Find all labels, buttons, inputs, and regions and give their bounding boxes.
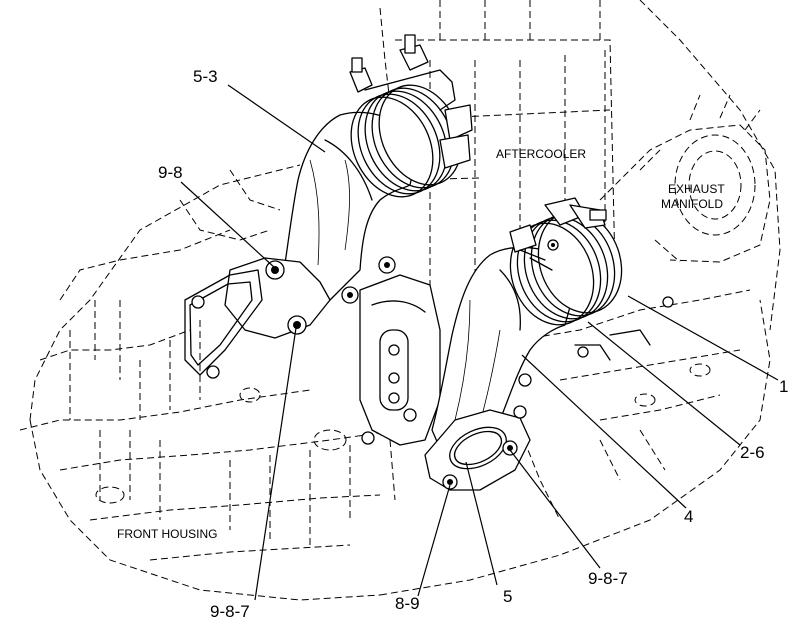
leader-lines	[180, 84, 779, 601]
label-exhaust: EXHAUST	[668, 182, 725, 196]
label-front-housing: FRONT HOUSING	[117, 527, 217, 541]
exhaust-manifold	[599, 94, 771, 263]
leader-9-8-7-left	[254, 327, 297, 601]
callout-1: 1	[779, 377, 788, 396]
label-aftercooler: AFTERCOOLER	[496, 147, 586, 161]
leader-1	[627, 295, 779, 381]
leader-4	[521, 354, 687, 509]
left-gasket-plate	[184, 269, 263, 379]
lower-flange	[424, 373, 532, 491]
adapter-housing	[359, 274, 441, 446]
engine-block-outline	[19, 0, 781, 601]
callout-9-8-7-right: 9-8-7	[588, 569, 628, 588]
right-brackets	[574, 296, 674, 361]
leader-8-9	[417, 484, 451, 597]
callout-5-3: 5-3	[193, 67, 218, 86]
leader-2-6	[587, 321, 741, 446]
upper-clamp	[349, 34, 473, 198]
leader-9-8-7-right	[509, 449, 601, 569]
leader-5	[465, 461, 498, 586]
label-manifold: MANIFOLD	[661, 197, 723, 211]
component-labels: AFTERCOOLER EXHAUST MANIFOLD FRONT HOUSI…	[117, 147, 725, 541]
lower-clamp	[509, 197, 623, 326]
callout-4: 4	[684, 507, 693, 526]
callout-labels: 5-3 9-8 1 2-6 4 9-8-7 5 8-9 9-8-7	[158, 67, 788, 621]
upper-flange	[224, 256, 396, 339]
callout-8-9: 8-9	[395, 594, 420, 613]
leader-9-8	[180, 181, 276, 269]
callout-2-6: 2-6	[740, 443, 765, 462]
callout-9-8-7-left: 9-8-7	[210, 602, 250, 621]
callout-5: 5	[503, 587, 512, 606]
callout-9-8: 9-8	[158, 163, 183, 182]
leader-5-3	[227, 84, 326, 153]
